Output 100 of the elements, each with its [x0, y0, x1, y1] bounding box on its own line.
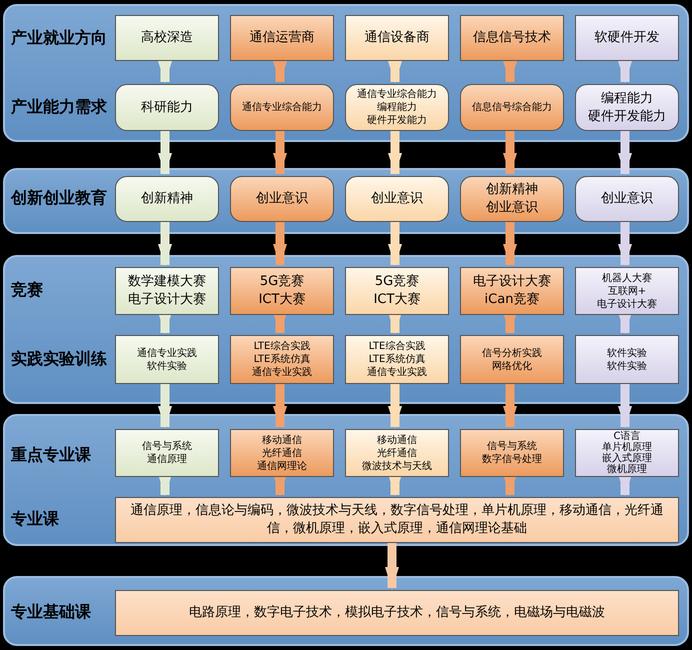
box-text: 信息信号综合能力 [472, 101, 552, 114]
arrow [158, 312, 172, 334]
box-text: 高校深造 [141, 29, 193, 47]
row-heading: 实践实验训练 [11, 349, 107, 369]
process-box [230, 267, 334, 315]
process-box [575, 267, 679, 315]
rounded-box [575, 176, 679, 222]
rounded-box [345, 176, 449, 222]
arrow [618, 220, 632, 266]
box-text: 硬件开发能力 [367, 114, 427, 127]
arrow [388, 474, 402, 496]
box-text: 移动通信 [377, 434, 417, 446]
arrow [388, 382, 402, 428]
box-text: 通信原理，信息论与编码，微波技术与天线，数字信号处理，单片机原理，移动通信，光纤通信，微机原理，嵌入式原理，通信网理论基础 [130, 502, 664, 538]
process-box [345, 429, 449, 477]
box-text: 微机原理 [607, 464, 647, 475]
arrow [158, 59, 172, 83]
arrow [158, 382, 172, 428]
box-text: 通信原理 [147, 453, 187, 466]
arrow [618, 59, 632, 83]
arrow [618, 312, 632, 334]
process-box [230, 429, 334, 477]
section-band [3, 414, 689, 546]
box-text: 机器人大赛 [602, 272, 652, 284]
rounded-box [460, 176, 564, 222]
rounded-box [230, 84, 334, 131]
box-text: 通信运营商 [250, 29, 314, 47]
arrow [273, 312, 287, 334]
box-text: 创业意识 [371, 190, 423, 208]
box-text: 单片机原理 [602, 442, 652, 453]
box-text: 创业意识 [601, 190, 653, 208]
arrow [273, 474, 287, 496]
box-text: 通信专业综合能力 [357, 88, 437, 101]
box-text: 电路原理，数字电子技术，模拟电子技术，信号与系统，电磁场与电磁波 [189, 604, 605, 622]
arrow [618, 474, 632, 496]
box-text: 5G竞赛 [260, 273, 304, 291]
box-text: 创新精神 [486, 181, 538, 199]
box-text: 通信专业实践 [367, 366, 427, 379]
box-text: 光纤通信 [262, 446, 302, 460]
section-band [3, 255, 689, 404]
row-heading: 产业就业方向 [11, 28, 107, 48]
box-text: ICT大赛 [374, 291, 420, 309]
box-text: 微波技术与天线 [362, 460, 432, 472]
box-text: 电子设计大赛 [128, 291, 206, 309]
box-text: 软件实验 [607, 346, 647, 360]
process-box [115, 590, 679, 636]
row-heading: 产业能力需求 [11, 97, 107, 117]
box-text: 网络优化 [492, 360, 532, 372]
arrow [388, 129, 402, 175]
rounded-box [115, 176, 219, 222]
box-text: 信号分析实践 [482, 346, 542, 360]
box-text: LTE系统仿真 [368, 353, 426, 366]
box-text: 信号与系统 [487, 440, 537, 453]
rounded-box [345, 84, 449, 131]
rounded-box [115, 84, 219, 131]
box-text: ICT大赛 [258, 291, 306, 309]
process-box [230, 15, 334, 61]
process-box [115, 429, 219, 477]
row-heading: 专业课 [11, 509, 59, 529]
process-box [115, 15, 219, 61]
box-text: 移动通信 [262, 434, 302, 446]
process-box [345, 267, 449, 315]
box-text: 5G竞赛 [374, 273, 420, 291]
process-box [115, 497, 679, 543]
arrow [158, 129, 172, 175]
box-text: 通信网理论 [257, 460, 307, 472]
arrow [503, 220, 517, 266]
arrow [503, 474, 517, 496]
rounded-box [230, 176, 334, 222]
box-text: 互联网+ [608, 284, 646, 298]
box-text: 信号与系统 [142, 440, 192, 453]
box-text: 光纤通信 [377, 446, 417, 460]
process-box [575, 335, 679, 384]
process-box [345, 335, 449, 384]
box-text: 电子设计大赛 [473, 273, 551, 291]
box-text: 软件实验 [607, 360, 647, 372]
box-text: 创业意识 [486, 199, 538, 217]
process-box [460, 15, 564, 61]
box-text: 硬件开发能力 [588, 108, 666, 126]
box-text: 创业意识 [256, 190, 308, 208]
box-text: 通信设备商 [364, 29, 430, 47]
process-box [345, 15, 449, 61]
arrow [158, 220, 172, 266]
section-band [3, 4, 689, 142]
process-box [115, 335, 219, 384]
process-box [460, 335, 564, 384]
row-heading: 专业基础课 [11, 602, 91, 622]
box-text: 通信专业实践 [137, 346, 197, 360]
row-heading: 创新创业教育 [11, 188, 107, 208]
arrow [618, 129, 632, 175]
box-text: 电子设计大赛 [597, 298, 657, 310]
box-text: iCan竞赛 [484, 291, 540, 309]
process-box [230, 335, 334, 384]
box-text: 编程能力 [377, 101, 417, 114]
arrow [388, 59, 402, 83]
box-text: LTE综合实践 [254, 340, 310, 353]
box-text: C语言 [614, 431, 640, 442]
arrow [503, 129, 517, 175]
process-box [575, 15, 679, 61]
row-heading: 重点专业课 [11, 445, 91, 465]
